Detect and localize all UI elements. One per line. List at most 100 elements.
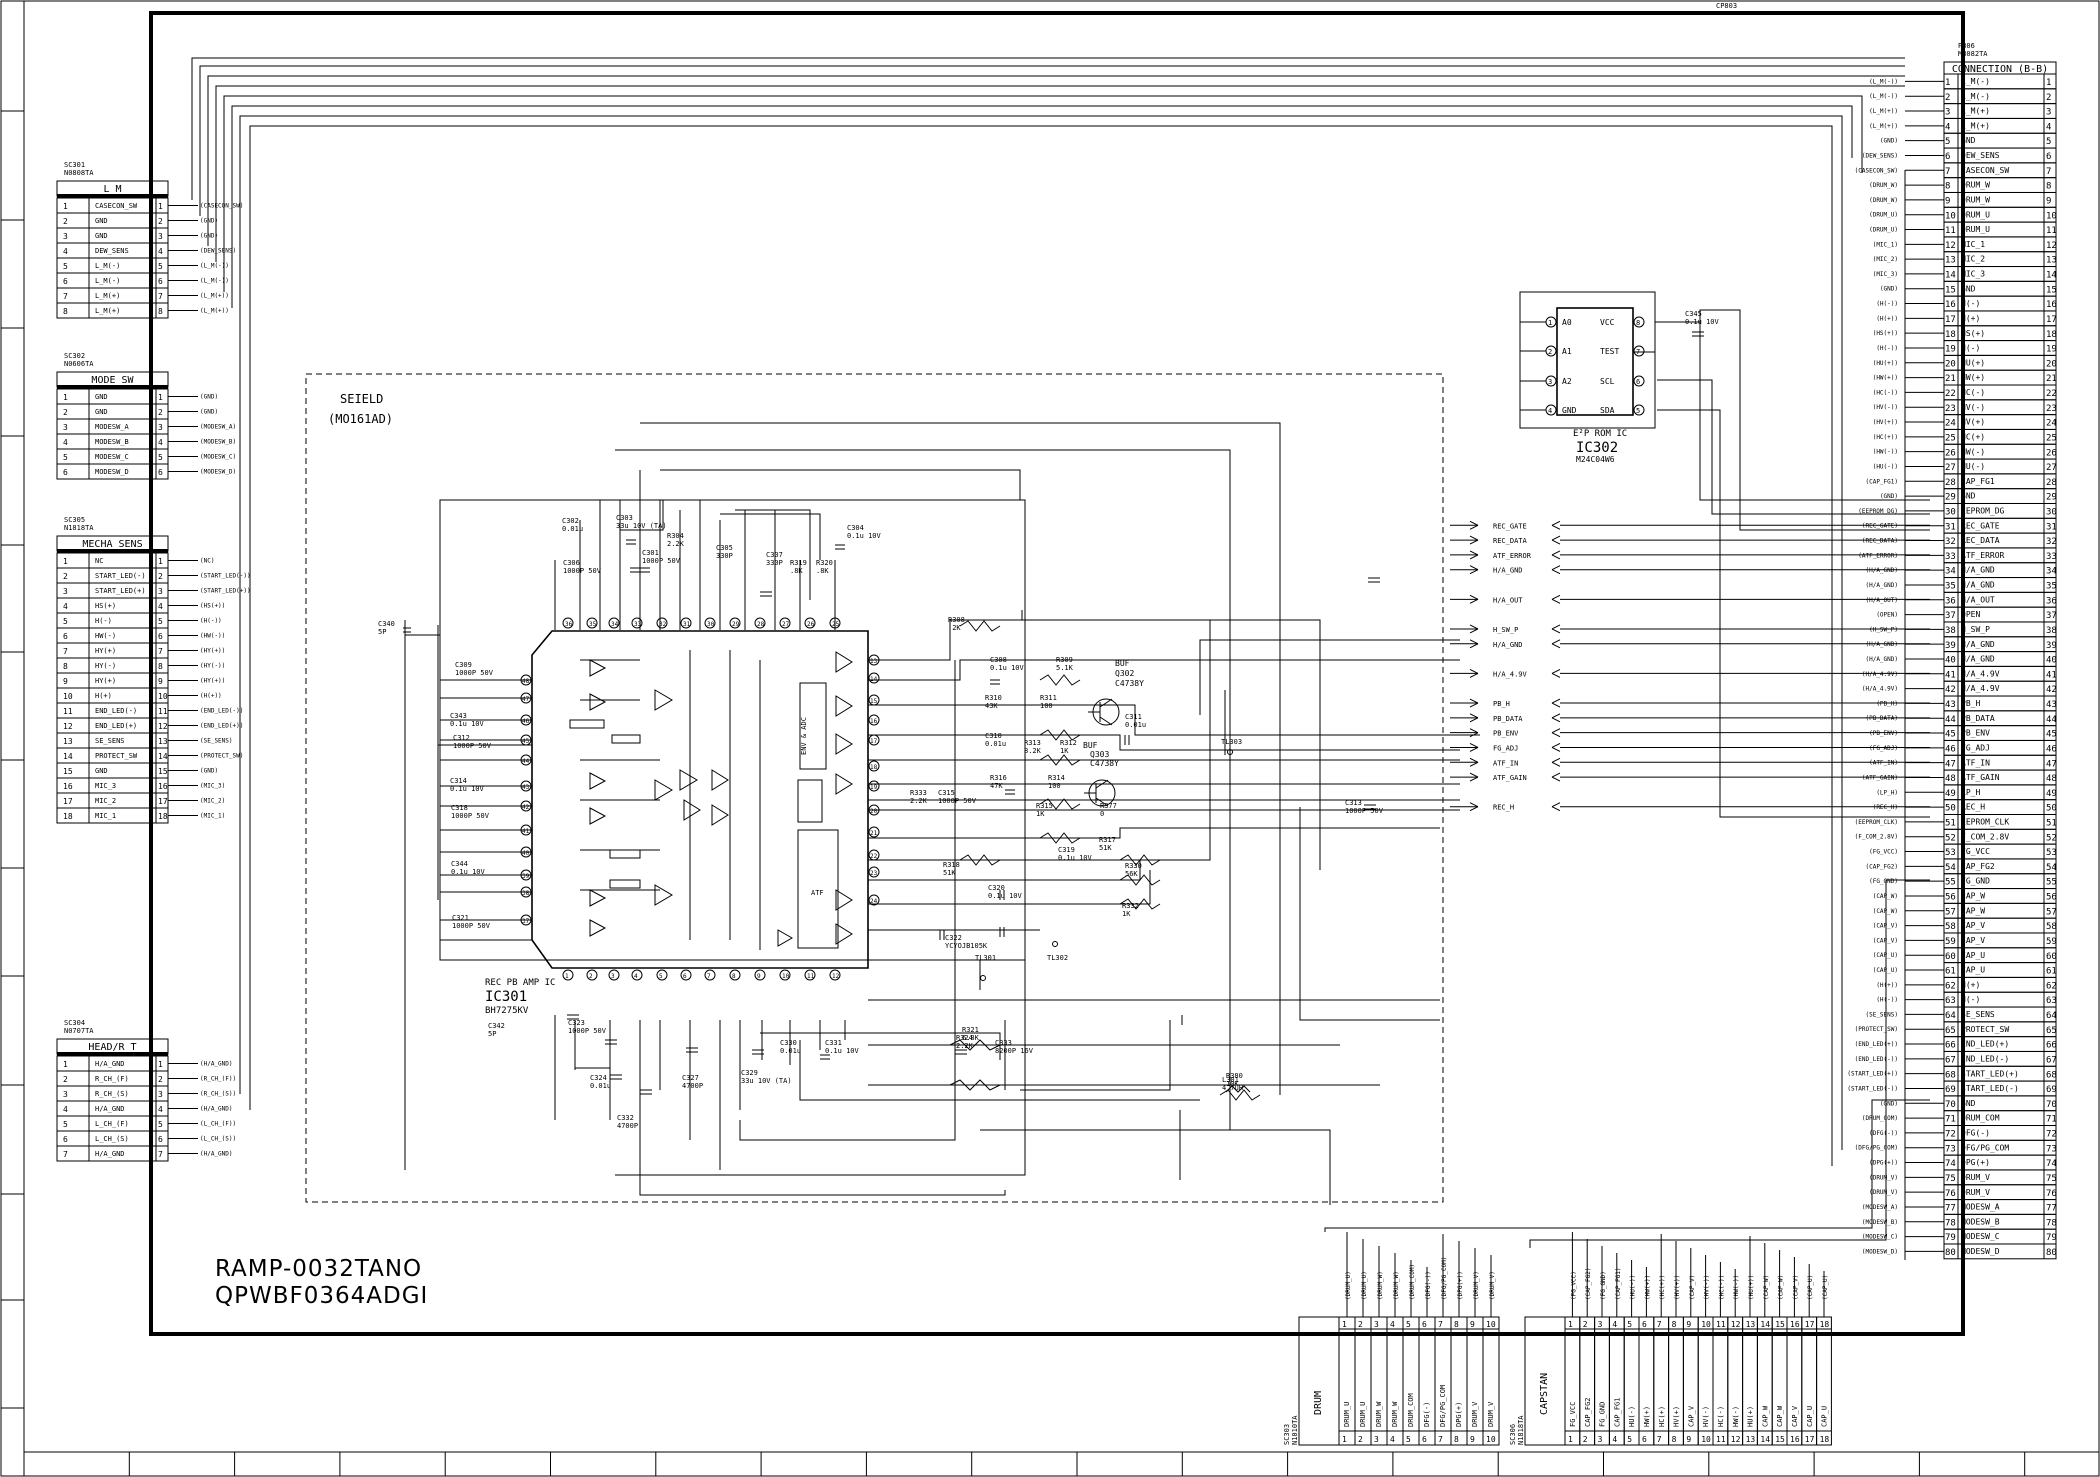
svg-text:5: 5 xyxy=(1945,137,1950,147)
svg-text:3: 3 xyxy=(158,423,163,432)
svg-text:15: 15 xyxy=(1775,1435,1785,1444)
net-tag: (H/A_4.9V) xyxy=(1862,671,1898,678)
signal-label: ATF_GAIN xyxy=(1493,774,1527,782)
svg-text:14: 14 xyxy=(158,752,168,761)
ic301-pin: 38 xyxy=(522,890,530,897)
svg-text:80: 80 xyxy=(1945,1248,1956,1258)
connector-pin-label: EEPROM_DG xyxy=(1961,506,2005,515)
component-ref: R333 xyxy=(910,789,927,797)
connector-pin-label: H/A_GND xyxy=(1961,640,1995,649)
net-tag: (REC_DATA) xyxy=(1862,538,1898,545)
connector-pin-label: CASECON_SW xyxy=(1961,166,2009,175)
component-ref: C330 xyxy=(780,1039,797,1047)
connector-pin-label: DRUM_U xyxy=(1359,1402,1367,1427)
svg-text:4: 4 xyxy=(158,247,163,256)
svg-text:19: 19 xyxy=(2046,345,2057,355)
svg-text:44: 44 xyxy=(2046,715,2057,725)
component-ref: R332 xyxy=(1122,902,1139,910)
component-value: 1000P 50V xyxy=(563,567,602,575)
component-ref: C311 xyxy=(1125,713,1142,721)
net-tag: (HV(-)) xyxy=(1704,1275,1711,1300)
svg-text:11: 11 xyxy=(63,707,73,716)
net-tag: (GND) xyxy=(1880,286,1898,293)
component-ref: R310 xyxy=(985,694,1002,702)
connector-pin-label: DRUM_V xyxy=(1471,1401,1479,1427)
connector-pin-label: DEW_SENS xyxy=(1961,151,2000,160)
connector-pin-label: REC_DATA xyxy=(1961,536,2000,545)
component-value: 0.1u 10V xyxy=(847,532,882,540)
component-value: 51K xyxy=(943,869,956,877)
svg-text:9: 9 xyxy=(63,677,68,686)
svg-text:10: 10 xyxy=(1486,1320,1496,1329)
component-value: 0.01u xyxy=(1125,721,1146,729)
connector-pin-label: MIC_2 xyxy=(1961,255,1985,264)
svg-text:49: 49 xyxy=(1945,789,1956,799)
net-tag: (MIC_3) xyxy=(1873,271,1898,278)
component-ref: R377 xyxy=(1100,802,1117,810)
component-value: 43K xyxy=(985,702,998,710)
component-value: 56K xyxy=(1125,870,1138,878)
svg-text:53: 53 xyxy=(2046,848,2057,858)
connector-pin-label: REC_H xyxy=(1961,803,1985,812)
component-ref: C324 xyxy=(590,1074,607,1082)
component-value: 1000P 50V xyxy=(451,812,490,820)
ic302-part: M24C04W6 xyxy=(1576,455,1615,464)
svg-text:4: 4 xyxy=(158,438,163,447)
net-tag: (PROTECT_SW) xyxy=(1855,1026,1898,1033)
net-tag: (CAP_FG1) xyxy=(1865,478,1898,485)
signal-label: REC_H xyxy=(1493,804,1514,812)
svg-text:32: 32 xyxy=(2046,537,2057,547)
svg-text:52: 52 xyxy=(2046,833,2057,843)
connector-pin-label: MODESW_D xyxy=(95,468,129,476)
svg-text:8: 8 xyxy=(1454,1320,1459,1329)
connector-pin-label: CAP_FG1 xyxy=(1613,1397,1621,1427)
ic301-pin: 45 xyxy=(522,738,530,745)
net-tag: (OPEN) xyxy=(1876,612,1898,619)
svg-text:13: 13 xyxy=(1746,1435,1756,1444)
connector-pin-label: DRUM_U xyxy=(1961,210,1990,219)
connector-pin-label: DRUM_U xyxy=(1961,225,1990,234)
net-tag: (FG_VCC) xyxy=(1570,1271,1577,1300)
component-ref: C344 xyxy=(451,860,468,868)
net-tag: (END_LED(-)) xyxy=(200,708,243,715)
connector-pin-label: ATF_IN xyxy=(1961,758,1990,767)
component-ref: C322 xyxy=(945,934,962,942)
connector-pin-label: DPG(+) xyxy=(1455,1402,1463,1427)
net-tag: (DRUM_W) xyxy=(1377,1271,1384,1300)
svg-text:10: 10 xyxy=(1945,211,1956,221)
svg-text:6: 6 xyxy=(158,468,163,477)
svg-text:1: 1 xyxy=(63,557,68,566)
svg-text:4: 4 xyxy=(1548,407,1552,415)
svg-text:65: 65 xyxy=(1945,1026,1956,1036)
connector-pin-label: END_LED(-) xyxy=(95,707,137,715)
ic301-pin: 42 xyxy=(522,804,530,811)
net-tag: (DRUM_COM) xyxy=(1409,1264,1416,1300)
net-tag: (H/A_GND) xyxy=(1865,567,1898,574)
svg-text:47: 47 xyxy=(2046,759,2057,769)
net-tag: (MODESW_D) xyxy=(200,469,236,476)
connector-pin-label: EEPROM_CLK xyxy=(1961,818,2009,827)
svg-text:8: 8 xyxy=(1672,1435,1677,1444)
connector-pin-label: GND xyxy=(95,767,108,775)
component-value: 10K xyxy=(1226,1080,1239,1088)
connector-pin-label: R_CH_(F) xyxy=(95,1075,129,1083)
svg-text:3: 3 xyxy=(63,232,68,241)
internal-wiring xyxy=(404,422,1480,1205)
svg-text:36: 36 xyxy=(2046,596,2057,606)
svg-text:24: 24 xyxy=(2046,419,2057,429)
connector-title: DRUM xyxy=(1313,1391,1324,1415)
component-value: 0.1u 10V xyxy=(1058,854,1093,862)
net-tag: (HW(+)) xyxy=(1873,375,1898,382)
net-tag: (L_M(-)) xyxy=(200,278,229,285)
component-ref: C331 xyxy=(825,1039,842,1047)
svg-text:5: 5 xyxy=(1636,407,1640,415)
svg-text:10: 10 xyxy=(2046,211,2057,221)
ic301-pin: 18 xyxy=(870,764,878,771)
svg-text:27: 27 xyxy=(2046,463,2057,473)
svg-text:1: 1 xyxy=(1568,1435,1573,1444)
connector-pin-label: SE_SENS xyxy=(1961,1010,1995,1019)
svg-text:2: 2 xyxy=(1358,1320,1363,1329)
net-tag: (H/A_GND) xyxy=(200,1061,233,1068)
component-value: .2K xyxy=(948,624,961,632)
component-value: 0.1u 10V xyxy=(450,720,485,728)
